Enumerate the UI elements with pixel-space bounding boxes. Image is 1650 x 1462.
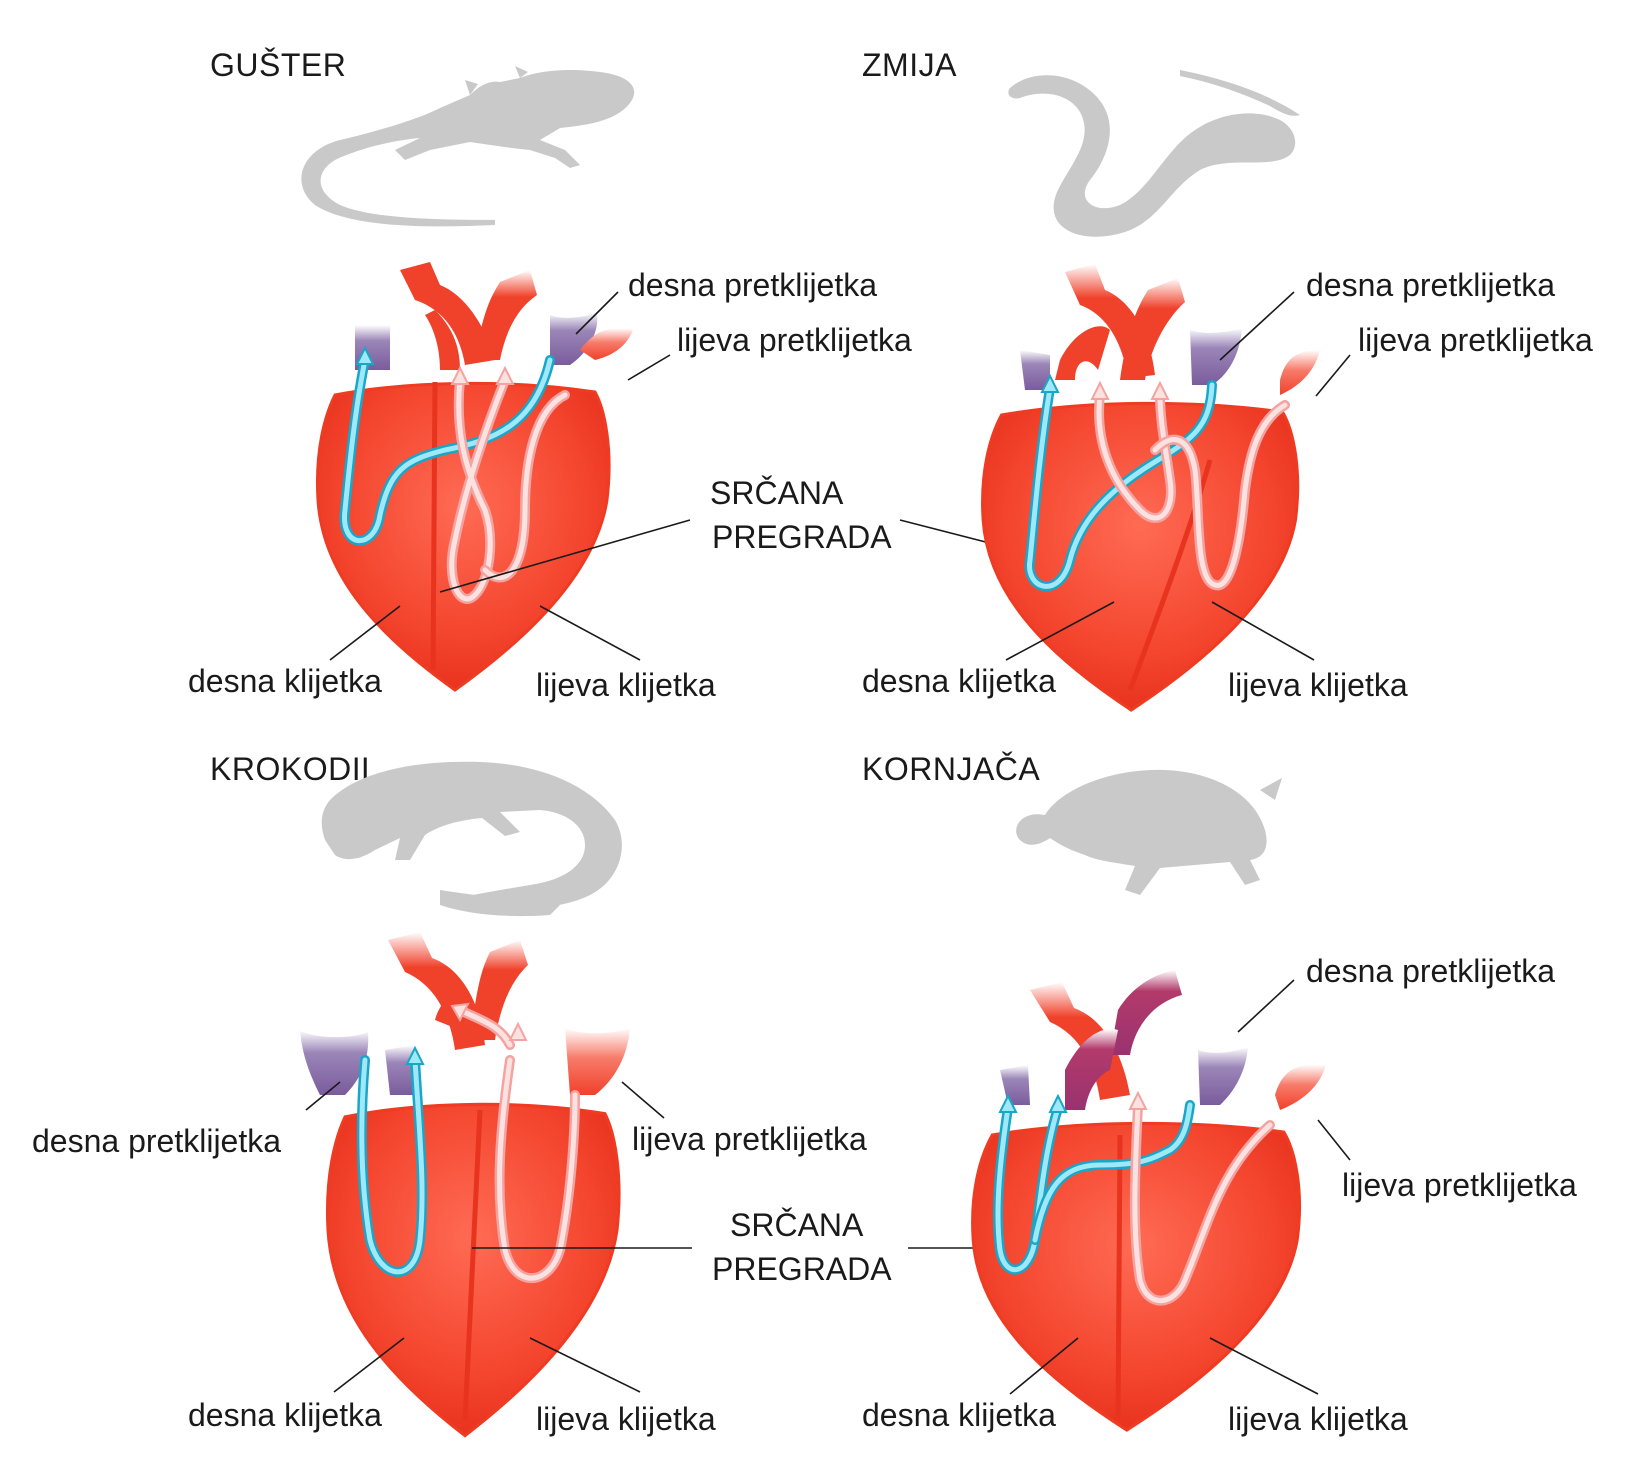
label-right-atrium: desna pretklijetka	[32, 1123, 281, 1159]
heart-turtle	[971, 970, 1326, 1432]
heart-crocodile	[300, 932, 630, 1438]
crocodile-silhouette-icon	[321, 761, 622, 917]
label-septum-line1: SRČANA	[730, 1207, 864, 1243]
panel-turtle: KORNJAČA desna pretklijetka lij	[862, 751, 1577, 1437]
heart-lizard	[315, 262, 633, 692]
label-right-atrium: desna pretklijetka	[1306, 953, 1555, 989]
label-left-ventricle: lijeva klijetka	[536, 667, 716, 703]
label-left-ventricle: lijeva klijetka	[1228, 1401, 1408, 1437]
label-left-ventricle: lijeva klijetka	[1228, 667, 1408, 703]
label-right-atrium: desna pretklijetka	[628, 267, 877, 303]
panel-crocodile: KROKODIL desna pretklijetka lij	[32, 751, 1120, 1438]
label-left-ventricle: lijeva klijetka	[536, 1401, 716, 1437]
label-right-ventricle: desna klijetka	[862, 663, 1056, 699]
panel-title: GUŠTER	[210, 47, 346, 83]
label-septum-line2: PREGRADA	[712, 519, 892, 555]
panel-snake: ZMIJA desna pretklijetka lijeva	[862, 47, 1593, 712]
label-left-atrium: lijeva pretklijetka	[1358, 322, 1593, 358]
label-right-ventricle: desna klijetka	[862, 1397, 1056, 1433]
label-right-ventricle: desna klijetka	[188, 1397, 382, 1433]
label-septum-line1: SRČANA	[710, 475, 844, 511]
label-left-atrium: lijeva pretklijetka	[1342, 1167, 1577, 1203]
panel-lizard: GUŠTER de	[188, 47, 1173, 703]
panel-title: ZMIJA	[862, 47, 957, 83]
label-septum-line2: PREGRADA	[712, 1251, 892, 1287]
label-right-ventricle: desna klijetka	[188, 663, 382, 699]
label-left-atrium: lijeva pretklijetka	[632, 1121, 867, 1157]
label-left-atrium: lijeva pretklijetka	[677, 322, 912, 358]
snake-silhouette-icon	[1008, 70, 1300, 237]
lizard-silhouette-icon	[301, 66, 635, 227]
heart-snake	[981, 264, 1320, 712]
panel-title: KORNJAČA	[862, 751, 1040, 787]
label-right-atrium: desna pretklijetka	[1306, 267, 1555, 303]
panel-title: KROKODIL	[210, 751, 379, 787]
turtle-silhouette-icon	[1016, 769, 1282, 895]
